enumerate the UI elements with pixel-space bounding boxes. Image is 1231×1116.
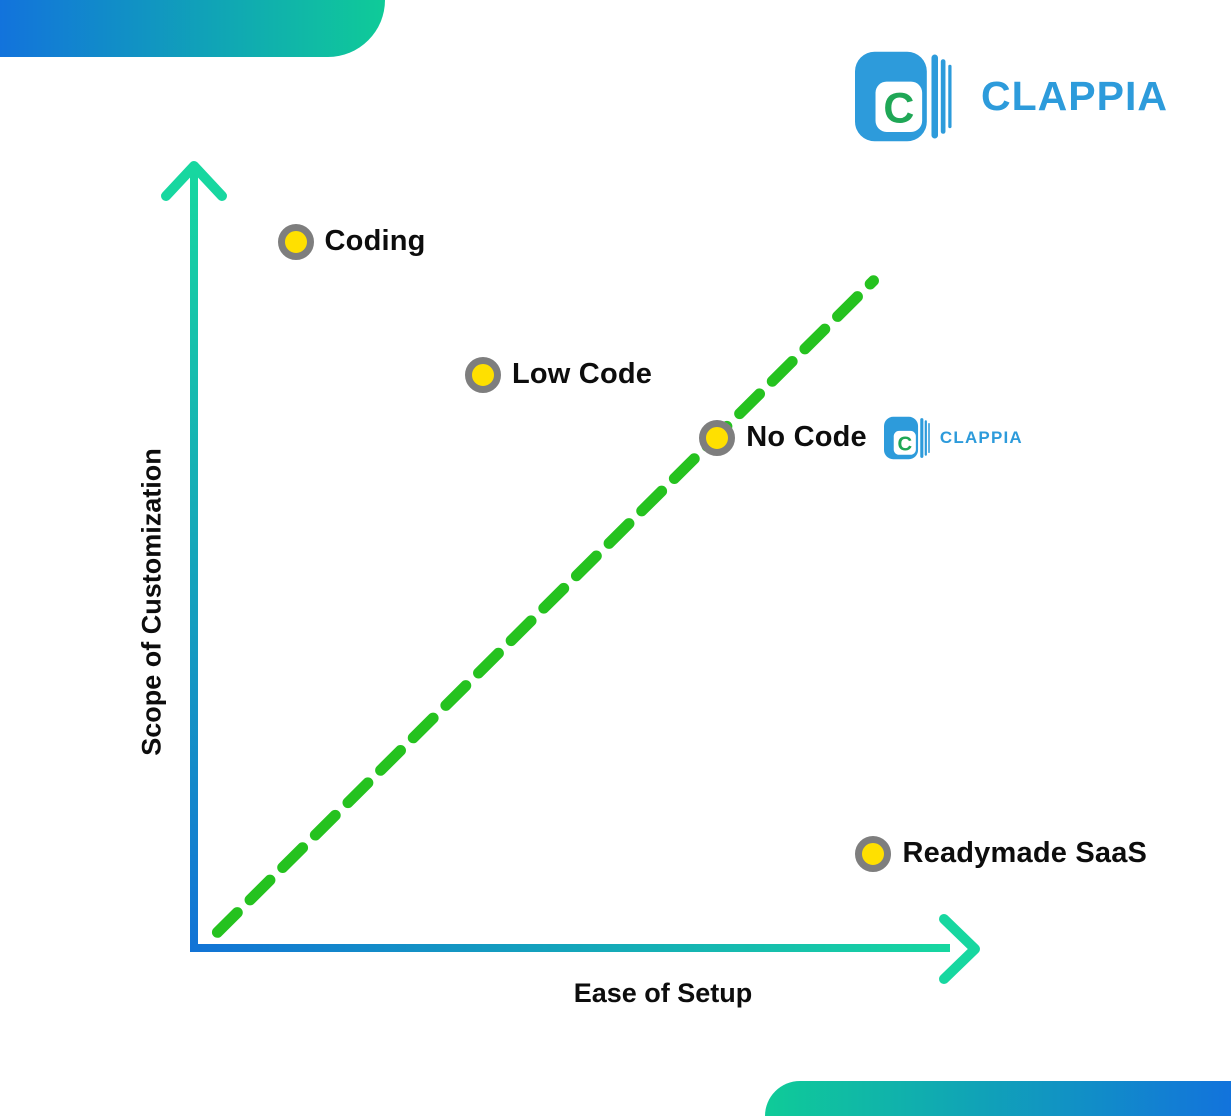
clappia-logo-icon: C bbox=[855, 50, 952, 143]
decor-bottom-right bbox=[765, 1081, 1231, 1116]
clappia-book-icon: C bbox=[855, 51, 952, 142]
y-axis-label: Scope of Customization bbox=[136, 448, 167, 756]
brand-header: C CLAPPIA bbox=[855, 50, 1168, 143]
x-axis-arrow-icon bbox=[939, 914, 980, 984]
x-axis-label: Ease of Setup bbox=[573, 978, 753, 1008]
y-axis-arrow-icon bbox=[161, 161, 227, 201]
trend-line bbox=[211, 275, 879, 938]
logo-letter-c: C bbox=[883, 85, 914, 133]
brand-wordmark: CLAPPIA bbox=[981, 73, 1168, 119]
decor-top-left bbox=[0, 0, 385, 57]
